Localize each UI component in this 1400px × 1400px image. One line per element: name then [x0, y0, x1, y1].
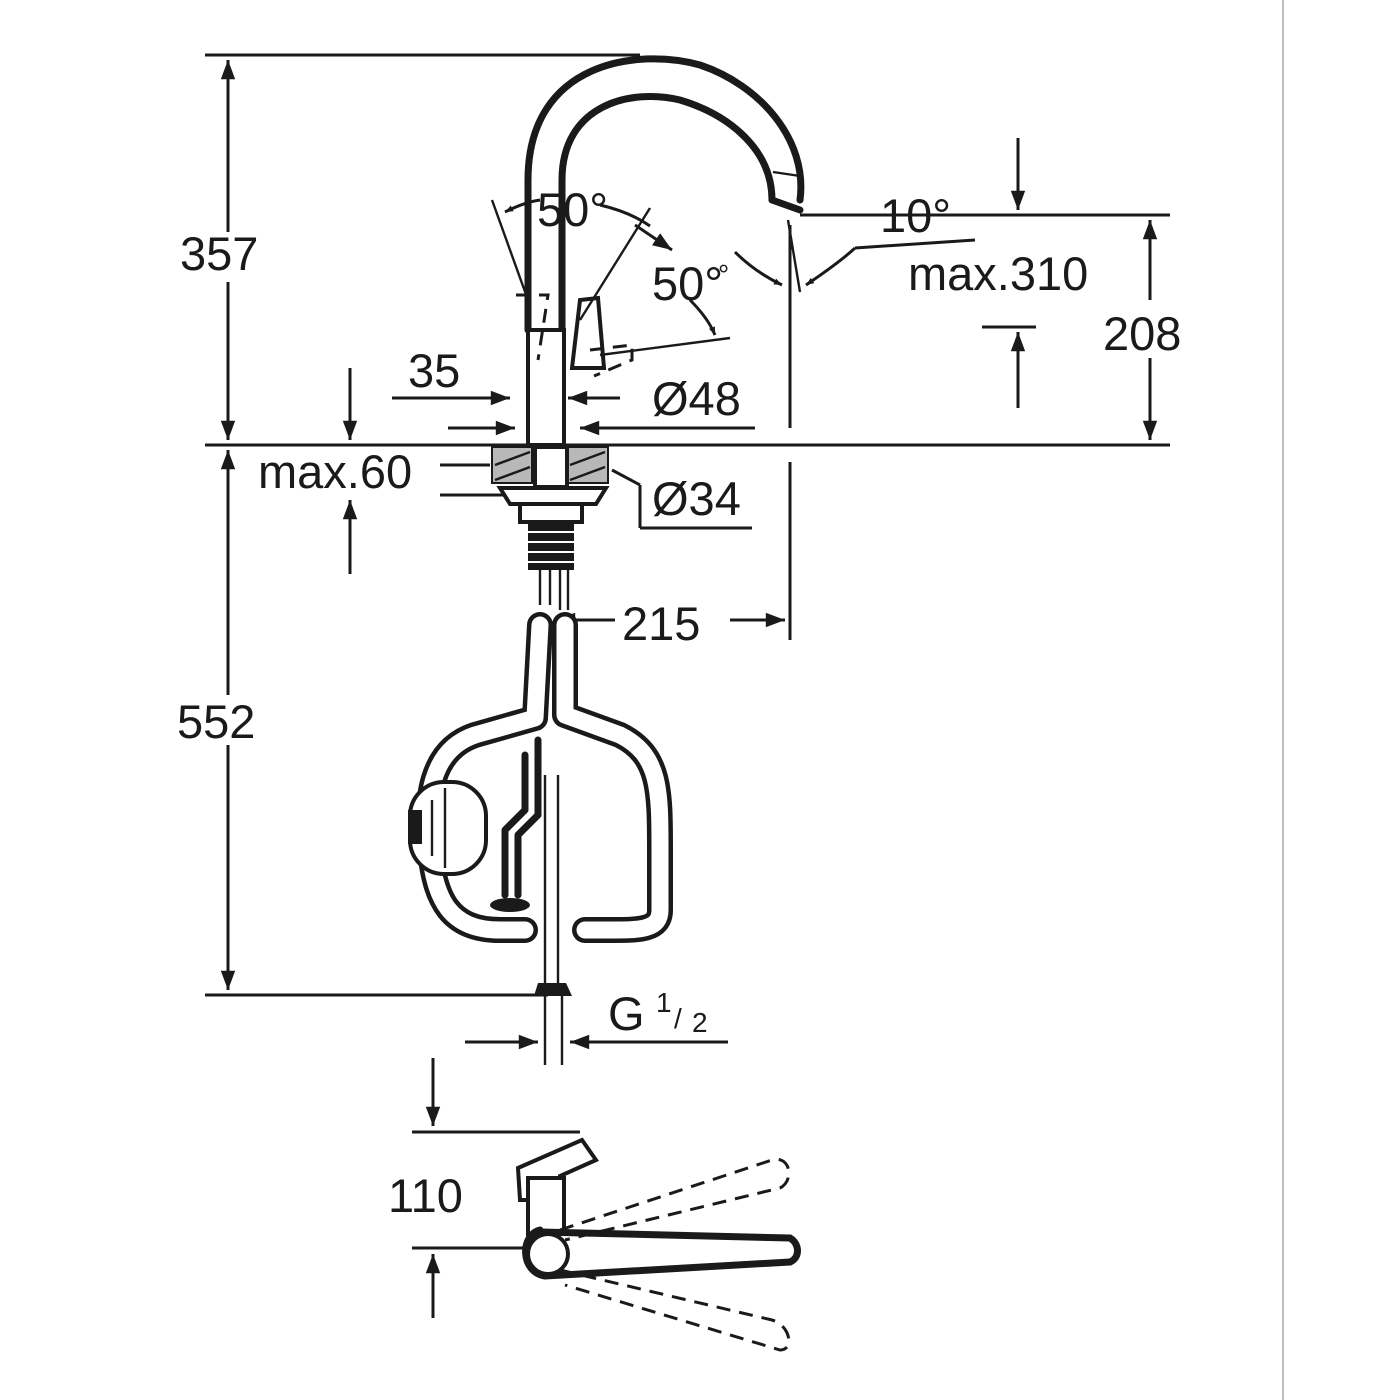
dimension-552: 552: [177, 450, 255, 990]
dimension-max-310: max.310: [908, 138, 1088, 408]
outlet-height-label: 208: [1103, 307, 1181, 360]
angle-right-label: 50°: [652, 257, 723, 310]
reach-label: 215: [622, 597, 700, 650]
dim-552-label: 552: [177, 695, 255, 748]
base-diameter-label: Ø48: [652, 372, 741, 425]
spout-angle-label: 10°: [880, 189, 951, 242]
spout-angle-10: 10°: [733, 189, 976, 293]
connection-thread-label: G: [608, 987, 645, 1040]
dimension-215: 215: [556, 597, 785, 650]
svg-text:/: /: [674, 1003, 682, 1034]
svg-text:°: °: [718, 259, 729, 290]
connection-fraction-num: 1: [656, 987, 672, 1018]
angle-left-label: 50°: [537, 183, 608, 236]
dimension-35: 35: [392, 344, 620, 406]
countertop-thickness-label: max.60: [258, 445, 412, 498]
connection-fraction-den: 2: [692, 1007, 708, 1038]
dimension-max-60: max.60: [258, 368, 505, 574]
angle-dimension-left: 50°: [490, 183, 673, 321]
spout-height-label: max.310: [908, 247, 1088, 300]
mounting-section: [491, 445, 610, 610]
dimension-357: 357: [180, 59, 258, 440]
angle-dimension-right: 50° °: [599, 257, 731, 357]
hole-diameter-label: Ø34: [652, 472, 741, 525]
dim-357-label: 357: [180, 227, 258, 280]
dimension-g-half: G 1 / 2: [465, 987, 728, 1050]
clearance-label: 35: [408, 344, 460, 397]
top-view: 110: [388, 1058, 801, 1352]
top-view-height-label: 110: [388, 1169, 463, 1222]
dimension-208: 208: [1103, 220, 1181, 440]
hose-assembly: [408, 612, 673, 1065]
dimension-diameter-48: Ø48: [448, 372, 755, 436]
dimension-diameter-34: Ø34: [611, 468, 752, 530]
spout: [516, 55, 805, 447]
